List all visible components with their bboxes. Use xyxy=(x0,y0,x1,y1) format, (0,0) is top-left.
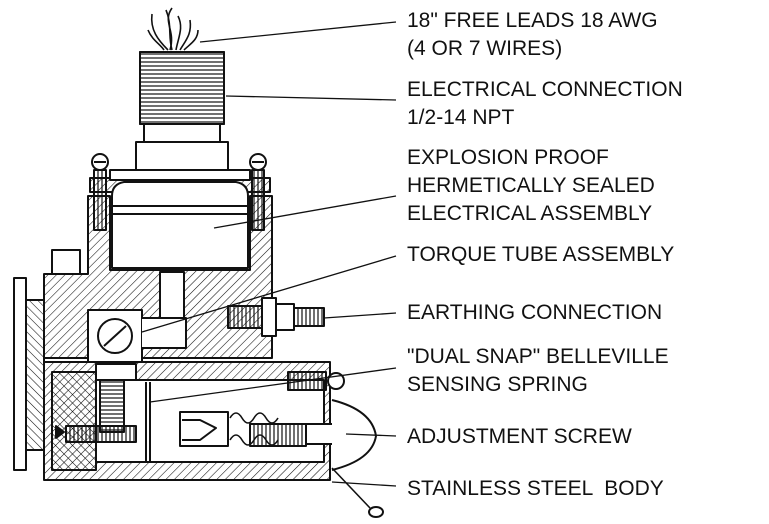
label-leads-line-2: (4 OR 7 WIRES) xyxy=(407,37,562,60)
callout-labels: 18" FREE LEADS 18 AWG (4 OR 7 WIRES) ELE… xyxy=(407,9,683,500)
label-electrical-assembly-line-1: EXPLOSION PROOF xyxy=(407,146,609,169)
label-electrical-assembly-line-3: ELECTRICAL ASSEMBLY xyxy=(407,202,652,225)
label-belleville-spring-line-1: "DUAL SNAP" BELLEVILLE xyxy=(407,345,669,368)
label-earthing-connection: EARTHING CONNECTION xyxy=(407,301,662,324)
side-flange xyxy=(13,277,45,471)
label-electrical-connection-line-2: 1/2-14 NPT xyxy=(407,106,515,129)
lower-body xyxy=(43,361,347,481)
adjustment-cover xyxy=(331,399,384,518)
leader-lines xyxy=(141,21,397,487)
label-adjustment-screw: ADJUSTMENT SCREW xyxy=(407,425,632,448)
upper-body-casting xyxy=(43,195,273,363)
threaded-conduit-connection xyxy=(135,51,229,177)
label-belleville-spring-line-2: SENSING SPRING xyxy=(407,373,588,396)
lead-wires xyxy=(147,7,199,51)
electrical-assembly-housing xyxy=(89,153,271,269)
label-electrical-connection-line-1: ELECTRICAL CONNECTION xyxy=(407,78,683,101)
label-torque-tube: TORQUE TUBE ASSEMBLY xyxy=(407,243,674,266)
label-leads-line-1: 18" FREE LEADS 18 AWG xyxy=(407,9,658,32)
earthing-stud xyxy=(227,297,325,337)
label-stainless-steel-body: STAINLESS STEEL BODY xyxy=(407,477,664,500)
label-electrical-assembly-line-2: HERMETICALLY SEALED xyxy=(407,174,655,197)
switch-drawing xyxy=(13,7,397,518)
